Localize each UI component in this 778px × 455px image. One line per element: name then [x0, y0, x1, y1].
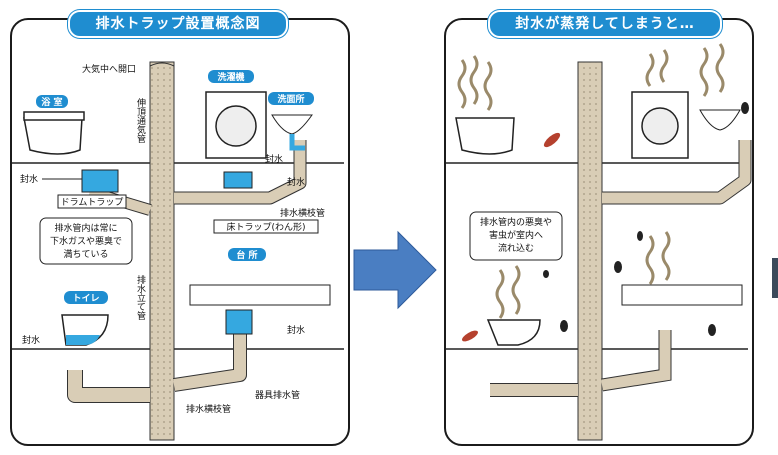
label-branch-lower: 排水横枝管 [186, 403, 231, 415]
washing-machine: 洗濯機 [205, 70, 267, 189]
label-seal-bath: 封水 [20, 173, 38, 185]
svg-text:台 所: 台 所 [236, 249, 257, 261]
title-evaporated: 封水が蒸発してしまうと… [488, 10, 722, 38]
title-trap-concept: 排水トラップ設置概念図 [68, 10, 288, 38]
label-vent-open: 大気中へ開口 [82, 63, 136, 75]
svg-text:洗濯機: 洗濯機 [217, 71, 244, 83]
drum-trap: ドラムトラップ [57, 169, 127, 209]
svg-text:浴 室: 浴 室 [41, 96, 62, 108]
toilet-right [486, 319, 541, 346]
label-seal-washer: 封水 [287, 176, 305, 188]
kitchen-sink: 台 所 [189, 248, 331, 335]
svg-text:下水ガスや悪臭で: 下水ガスや悪臭で [50, 235, 122, 247]
svg-text:排水管内の悪臭や: 排水管内の悪臭や [480, 216, 552, 228]
edge-tab [772, 258, 778, 298]
drain-stack [149, 61, 175, 441]
svg-text:害虫が室内へ: 害虫が室内へ [489, 229, 543, 241]
label-stack: 排水立て管 [135, 274, 146, 320]
note-right: 排水管内の悪臭や 害虫が室内へ 流れ込む [469, 211, 563, 261]
tag-bath [36, 95, 68, 108]
label-seal-basin: 封水 [265, 153, 283, 165]
label-seal-kitchen: 封水 [287, 324, 305, 336]
label-fixture-pipe: 器具排水管 [255, 389, 300, 401]
transition-arrow [353, 230, 437, 310]
floor-trap-callout: 床トラップ(わん形) [213, 219, 319, 234]
bathtub-right [455, 117, 515, 155]
label-seal-toilet: 封水 [22, 334, 40, 346]
basin-right [699, 109, 741, 131]
svg-text:満ちている: 満ちている [63, 249, 108, 260]
pest-bugs [462, 102, 749, 342]
label-branch-upper: 排水横枝管 [280, 207, 325, 219]
drain-stack-right [577, 61, 603, 441]
svg-text:床トラップ(わん形): 床トラップ(わん形) [226, 221, 305, 233]
svg-text:排水管内は常に: 排水管内は常に [54, 222, 117, 234]
note-left: 排水管内は常に 下水ガスや悪臭で 満ちている [39, 217, 133, 265]
toilet: トイレ [61, 291, 109, 346]
sink-right [621, 284, 743, 306]
odor-wisps [457, 43, 725, 319]
bathtub: 浴 室 [23, 95, 85, 155]
svg-text:トイレ: トイレ [72, 293, 99, 304]
svg-text:洗面所: 洗面所 [277, 93, 304, 105]
label-vent-pipe: 伸頂通気管 [135, 97, 146, 143]
svg-text:ドラムトラップ: ドラムトラップ [61, 197, 124, 208]
svg-text:流れ込む: 流れ込む [498, 242, 534, 254]
wash-basin: 洗面所 [268, 92, 314, 151]
